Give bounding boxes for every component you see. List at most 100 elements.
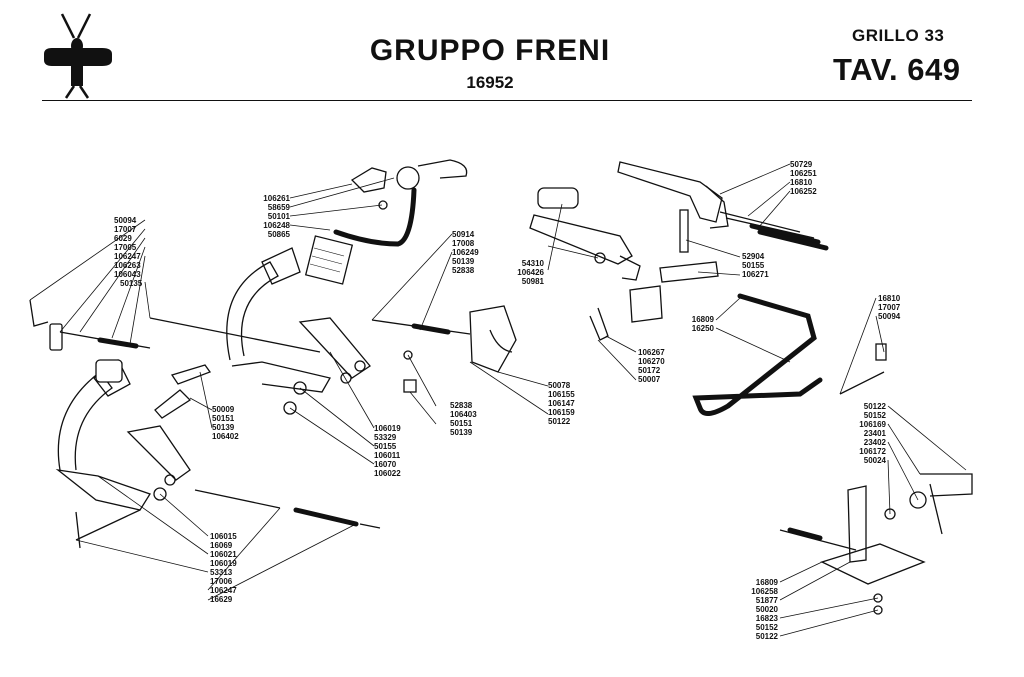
part-number: 52838: [450, 401, 473, 410]
label-group-mid-lower-left: 50009 50151 50139 106402: [212, 405, 239, 441]
label-group-cable-mid: 16809 16250: [672, 315, 714, 333]
part-number: 6029: [114, 234, 132, 243]
part-number: 106263: [114, 261, 141, 270]
part-number: 16069: [210, 541, 233, 550]
part-number: 106015: [210, 532, 237, 541]
part-number: 50152: [755, 623, 778, 632]
part-number: 106270: [638, 357, 665, 366]
part-number: 106403: [450, 410, 477, 419]
label-group-center-bottom-right: 50078 106155 106147 106159 50122: [548, 381, 575, 426]
part-number: 50135: [120, 279, 143, 288]
part-number: 16810: [790, 178, 813, 187]
part-number: 23402: [863, 438, 886, 447]
label-group-right-mid: 50122 50152 106169 23401 23402 106172 50…: [840, 402, 886, 465]
part-number: 106021: [210, 550, 237, 559]
part-number: 106251: [790, 169, 817, 178]
header-rule: [42, 100, 972, 101]
part-number: 52838: [452, 266, 475, 275]
part-number: 50151: [450, 419, 473, 428]
part-number: 50155: [374, 442, 397, 451]
part-number: 16809: [691, 315, 714, 324]
part-number: 50094: [878, 312, 901, 321]
table-number: TAV. 649: [833, 52, 961, 87]
part-number: 50172: [638, 366, 661, 375]
label-group-center-bottom-left: 52838 106403 50151 50139: [450, 401, 477, 437]
part-number: 53313: [210, 568, 233, 577]
part-number: 50122: [548, 417, 571, 426]
part-number: 50865: [267, 230, 290, 239]
part-number: 106011: [374, 451, 401, 460]
part-number: 50914: [452, 230, 475, 239]
part-number: 17005: [114, 243, 137, 252]
part-number: 106258: [751, 587, 778, 596]
part-number: 50152: [863, 411, 886, 420]
part-number: 16629: [210, 595, 233, 604]
part-number: 106019: [374, 424, 401, 433]
part-number: 50078: [548, 381, 571, 390]
part-number: 50020: [755, 605, 778, 614]
part-number: 50122: [755, 632, 778, 641]
label-group-handle: 54310 106426 50981: [500, 259, 544, 286]
label-group-lever-top: 50729 106251 16810 106252: [790, 160, 817, 196]
part-number: 106267: [638, 348, 665, 357]
part-number: 16070: [374, 460, 397, 469]
part-number: 16809: [755, 578, 778, 587]
part-number: 17007: [878, 303, 901, 312]
part-number: 17008: [452, 239, 475, 248]
part-number: 58659: [267, 203, 290, 212]
part-number: 50139: [452, 257, 475, 266]
part-number: 106261: [263, 194, 290, 203]
label-group-bottom-left: 106015 16069 106021 106019 53313 17006 1…: [210, 532, 237, 604]
part-number: 106249: [452, 248, 479, 257]
label-group-left: 50094 17007 6029 17005 106247 106263 106…: [114, 216, 142, 288]
part-number: 23401: [863, 429, 886, 438]
part-number: 106155: [548, 390, 575, 399]
part-number: 106426: [517, 268, 544, 277]
part-number: 50009: [212, 405, 235, 414]
part-number: 106252: [790, 187, 817, 196]
page-title: GRUPPO FRENI: [369, 34, 611, 67]
part-number: 106019: [210, 559, 237, 568]
part-number: 106172: [859, 447, 886, 456]
part-number: 50151: [212, 414, 235, 423]
part-number: 50007: [638, 375, 661, 384]
label-group-lever-mid: 52904 50155 106271: [742, 252, 769, 279]
label-group-pedal-right: 106019 53329 50155 106011 16070 106022: [374, 424, 401, 478]
label-group-center-top: 50914 17008 106249 50139 52838: [452, 230, 479, 275]
part-number: 16810: [878, 294, 901, 303]
part-number: 16823: [755, 614, 778, 623]
part-number: 17007: [114, 225, 137, 234]
label-group-bracket-mid: 106267 106270 50172 50007: [638, 348, 665, 384]
part-number: 106169: [859, 420, 886, 429]
part-number: 50981: [521, 277, 544, 286]
part-number: 54310: [521, 259, 544, 268]
part-number: 106022: [374, 469, 401, 478]
part-number: 50094: [114, 216, 137, 225]
part-number: 106147: [548, 399, 575, 408]
label-group-right-top: 16810 17007 50094: [878, 294, 900, 321]
part-number: 50729: [790, 160, 813, 169]
logo-icon: [44, 13, 112, 99]
part-number: 50139: [450, 428, 473, 437]
part-number: 16250: [691, 324, 714, 333]
part-number: 106043: [114, 270, 141, 279]
part-number: 50024: [863, 456, 886, 465]
group-code: 16952: [466, 73, 514, 92]
label-group-top-center: 106261 58659 50101 106248 50865: [246, 194, 290, 239]
model-name: GRILLO 33: [852, 26, 945, 45]
part-number: 50122: [863, 402, 886, 411]
part-number: 106247: [210, 586, 237, 595]
part-number: 53329: [374, 433, 397, 442]
part-number: 106159: [548, 408, 575, 417]
part-number: 51877: [755, 596, 778, 605]
part-number: 17006: [210, 577, 233, 586]
label-group-right-bottom: 16809 106258 51877 50020 16823 50152 501…: [734, 578, 778, 641]
part-number: 106248: [263, 221, 290, 230]
part-number: 50101: [267, 212, 290, 221]
part-number: 50155: [742, 261, 765, 270]
part-number: 106247: [114, 252, 141, 261]
part-number: 106402: [212, 432, 239, 441]
part-number: 106271: [742, 270, 769, 279]
part-number: 50139: [212, 423, 235, 432]
